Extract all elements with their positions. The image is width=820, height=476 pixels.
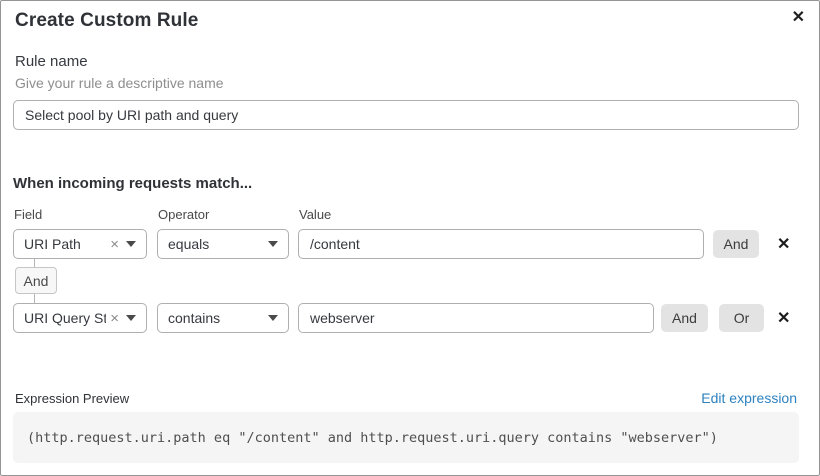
caret-down-icon [268,241,278,247]
expression-preview-label: Expression Preview [15,391,130,406]
value-column-label: Value [299,207,332,222]
add-or-condition-button-row2[interactable]: Or [719,304,764,332]
edit-expression-link[interactable]: Edit expression [701,390,797,406]
rule-name-help-text: Give your rule a descriptive name [15,75,224,91]
operator-select-row1-value: equals [168,236,210,252]
caret-down-icon [268,315,278,321]
clear-icon[interactable]: × [110,235,119,253]
add-and-condition-button-row2[interactable]: And [661,304,708,332]
match-section-heading: When incoming requests match... [13,175,253,192]
connector-and-badge: And [15,267,57,294]
field-select-row2-value: URI Query St... [24,310,107,326]
expression-preview-box: (http.request.uri.path eq "/content" and… [13,412,799,463]
close-icon[interactable]: ✕ [791,9,805,26]
field-column-label: Field [14,207,43,222]
field-select-row1[interactable]: URI Path × [13,229,147,259]
operator-select-row1[interactable]: equals [157,229,289,259]
field-select-row2[interactable]: URI Query St... × [13,303,147,333]
expression-code: (http.request.uri.path eq "/content" and… [27,429,718,446]
value-input-row1[interactable] [298,229,704,259]
remove-condition-icon-row1[interactable]: ✕ [777,236,791,253]
operator-select-row2-value: contains [168,310,221,326]
rule-name-label: Rule name [15,53,88,70]
caret-down-icon [126,241,136,247]
value-input-row2[interactable] [298,303,654,333]
clear-icon[interactable]: × [110,309,119,327]
field-select-row1-value: URI Path [24,236,81,252]
caret-down-icon [126,315,136,321]
operator-column-label: Operator [158,207,210,222]
page-title: Create Custom Rule [15,10,199,31]
remove-condition-icon-row2[interactable]: ✕ [777,310,791,327]
rule-name-input[interactable] [13,100,799,130]
add-and-condition-button-row1[interactable]: And [713,230,759,258]
operator-select-row2[interactable]: contains [157,303,289,333]
